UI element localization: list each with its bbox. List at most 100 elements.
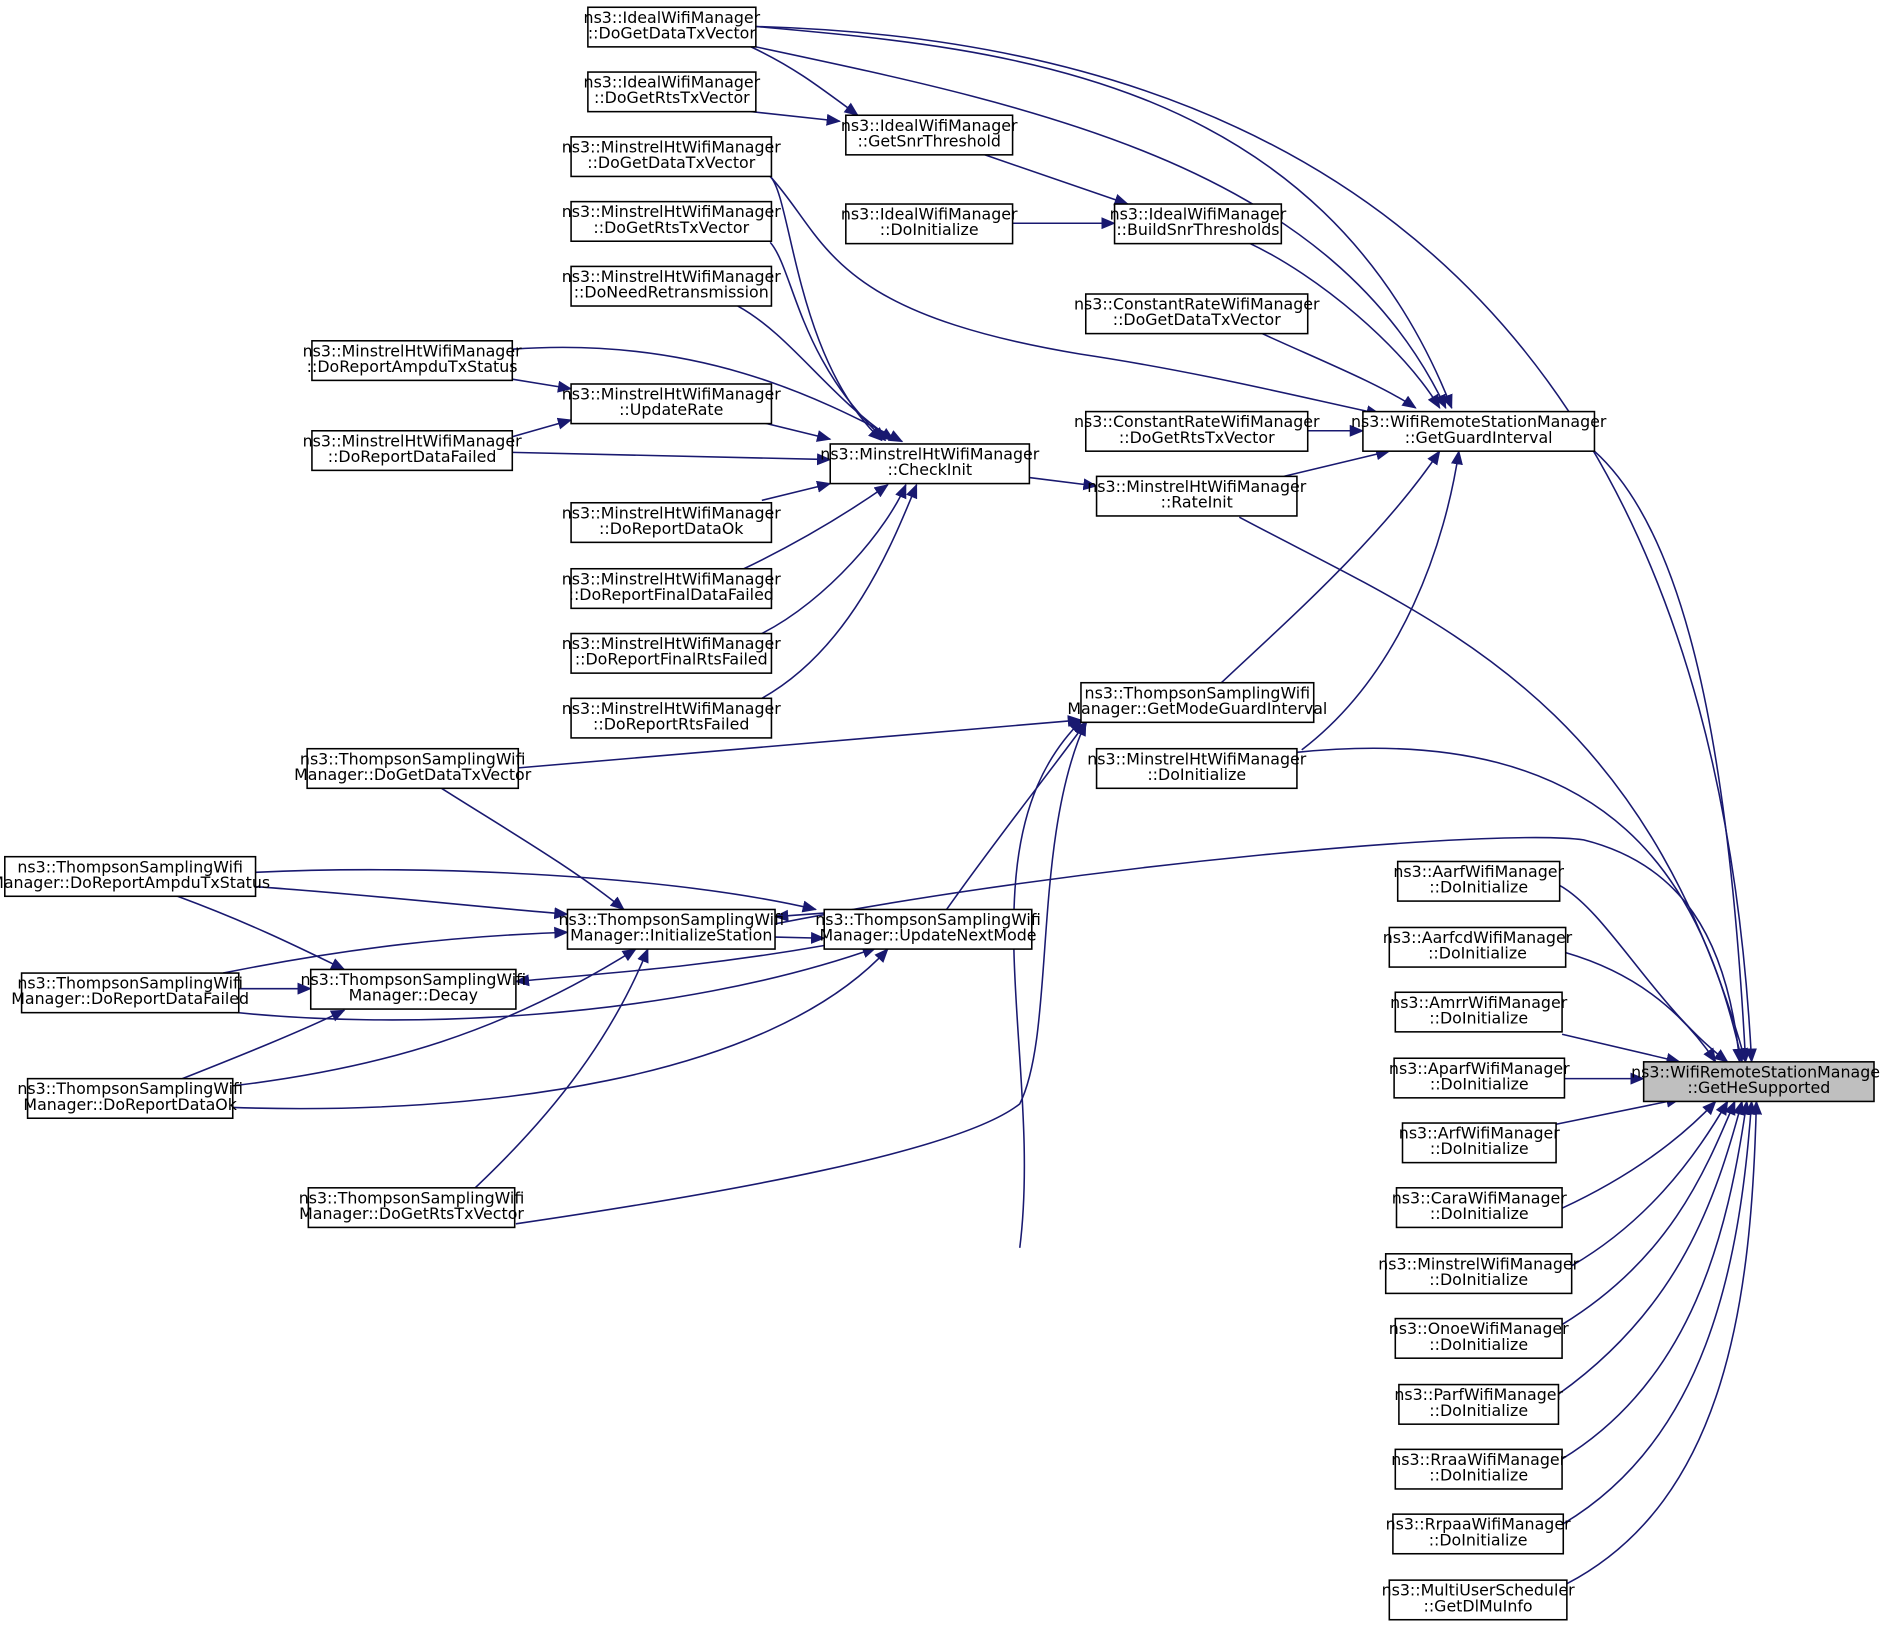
graph-node[interactable]: ns3::ThompsonSamplingWifiManager::DoRepo… <box>11 972 249 1014</box>
node-label: ns3::MinstrelHtWifiManager <box>303 431 522 450</box>
graph-node[interactable]: ns3::MinstrelHtWifiManager::DoReportRtsF… <box>562 697 781 739</box>
node-label: ns3::IdealWifiManager <box>584 8 761 27</box>
call-edge <box>512 451 832 466</box>
graph-node[interactable]: ns3::AparfWifiManager::DoInitialize <box>1389 1057 1570 1099</box>
graph-node[interactable]: ns3::IdealWifiManager::BuildSnrThreshold… <box>1110 203 1287 245</box>
call-edge <box>232 948 889 1110</box>
call-edge <box>441 787 625 911</box>
node-label: ::DoNeedRetransmission <box>574 283 769 302</box>
graph-node[interactable]: ns3::MinstrelHtWifiManager::DoReportData… <box>562 501 781 544</box>
node-box <box>4 855 257 898</box>
node-label: ::DoInitialize <box>1429 1401 1528 1420</box>
node-label: ::DoGetRtsTxVector <box>1119 428 1275 447</box>
call-edge <box>945 720 1088 910</box>
graph-node[interactable]: ns3::MinstrelWifiManager::DoInitialize <box>1378 1253 1580 1295</box>
node-box <box>1394 1317 1563 1359</box>
call-edge <box>1561 1100 1736 1326</box>
graph-node[interactable]: ns3::MinstrelHtWifiManager::DoReportAmpd… <box>303 340 522 382</box>
graph-node[interactable]: ns3::AmrrWifiManager::DoInitialize <box>1390 991 1568 1033</box>
node-label: ns3::AarfcdWifiManager <box>1383 928 1573 947</box>
call-edge <box>775 931 826 944</box>
node-label: Manager::GetModeGuardInterval <box>1067 699 1327 718</box>
call-edge <box>255 885 569 920</box>
graph-node[interactable]: ns3::MinstrelHtWifiManager::DoReportFina… <box>562 632 781 674</box>
graph-node[interactable]: ns3::CaraWifiManager::DoInitialize <box>1392 1187 1568 1229</box>
node-box <box>570 567 773 610</box>
node-label: ::DoGetRtsTxVector <box>594 88 750 107</box>
call-edge <box>222 926 569 974</box>
edges <box>177 25 1763 1585</box>
node-label: ns3::ThompsonSamplingWifi <box>17 1079 243 1098</box>
node-label: ns3::ThompsonSamplingWifi <box>300 749 526 768</box>
call-edge <box>255 868 817 913</box>
node-label: ns3::MinstrelHtWifiManager <box>1087 749 1306 768</box>
graph-node[interactable]: ns3::ThompsonSamplingWifiManager::DoGetD… <box>294 747 532 790</box>
node-label: ::DoReportDataOk <box>599 519 744 538</box>
node-label: ::DoInitialize <box>1428 944 1527 963</box>
node-label: ns3::IdealWifiManager <box>584 73 761 92</box>
node-box <box>311 340 514 382</box>
graph-node[interactable]: ns3::MinstrelHtWifiManager::DoInitialize <box>1087 747 1307 790</box>
node-label: ::GetSnrThreshold <box>857 131 1000 150</box>
graph-node[interactable]: ns3::IdealWifiManager::DoGetRtsTxVector <box>584 71 761 113</box>
call-edge <box>1566 1100 1763 1585</box>
node-label: ns3::AmrrWifiManager <box>1390 993 1568 1012</box>
node-box <box>845 114 1014 156</box>
node-label: ns3::MinstrelHtWifiManager <box>562 267 781 286</box>
graph-node[interactable]: ns3::ThompsonSamplingWifiManager::Update… <box>815 908 1041 950</box>
graph-node[interactable]: ns3::MinstrelHtWifiManager::DoReportFina… <box>562 567 781 610</box>
graph-node[interactable]: ns3::MinstrelHtWifiManager::DoGetDataTxV… <box>562 136 781 178</box>
graph-node[interactable]: ns3::WifiRemoteStationManager::GetGuardI… <box>1351 410 1607 452</box>
graph-node[interactable]: ns3::MinstrelHtWifiManager::DoNeedRetran… <box>562 265 781 307</box>
call-edge <box>1561 1033 1681 1065</box>
node-box <box>20 972 240 1014</box>
call-edge <box>755 25 1757 1064</box>
node-box <box>570 265 773 307</box>
graph-node[interactable]: ns3::IdealWifiManager::GetSnrThreshold <box>841 114 1018 156</box>
graph-node[interactable]: ns3::ThompsonSamplingWifiManager::DoRepo… <box>0 855 270 898</box>
node-label: ns3::WifiRemoteStationManager <box>1631 1062 1880 1081</box>
node-box <box>587 71 757 113</box>
node-label: Manager::DoReportDataFailed <box>11 989 249 1008</box>
node-box <box>1384 1253 1573 1295</box>
graph-node[interactable]: ns3::ArfWifiManager::DoInitialize <box>1399 1122 1560 1164</box>
graph-node[interactable]: ns3::ConstantRateWifiManager::DoGetDataT… <box>1074 293 1320 335</box>
graph-node[interactable]: ns3::MinstrelHtWifiManager::DoReportData… <box>303 430 522 472</box>
graph-node[interactable]: ns3::ConstantRateWifiManager::DoGetRtsTx… <box>1074 410 1320 452</box>
graph-node[interactable]: ns3::MinstrelHtWifiManager::RateInit <box>1087 475 1307 517</box>
graph-node[interactable]: ns3::ThompsonSamplingWifiManager::Initia… <box>558 908 784 950</box>
node-box <box>1642 1061 1875 1103</box>
node-box <box>1388 1579 1568 1621</box>
node-label: ns3::AparfWifiManager <box>1389 1059 1570 1078</box>
graph-node[interactable]: ns3::MinstrelHtWifiManager::UpdateRate <box>562 383 781 425</box>
graph-node[interactable]: ns3::ThompsonSamplingWifiManager::DoGetR… <box>299 1187 525 1229</box>
node-label: ::GetHeSupported <box>1687 1078 1830 1097</box>
node-label: ns3::IdealWifiManager <box>1110 205 1287 224</box>
call-edge <box>1283 448 1391 478</box>
graph-node[interactable]: ns3::RraaWifiManager::DoInitialize <box>1391 1448 1567 1490</box>
graph-node[interactable]: ns3::ThompsonSamplingWifiManager::GetMod… <box>1067 681 1327 724</box>
node-box <box>1394 991 1563 1033</box>
graph-node[interactable]: ns3::ParfWifiManager::DoInitialize <box>1394 1383 1564 1425</box>
node-label: ::DoGetDataTxVector <box>588 23 757 42</box>
node-label: ns3::AarfWifiManager <box>1393 862 1564 881</box>
node-label: ns3::MinstrelHtWifiManager <box>1087 477 1306 496</box>
node-box <box>566 908 776 950</box>
node-label: ns3::ThompsonSamplingWifi <box>558 910 784 929</box>
graph-node[interactable]: ns3::MinstrelHtWifiManager::DoGetRtsTxVe… <box>562 200 781 243</box>
graph-node[interactable]: ns3::AarfcdWifiManager::DoInitialize <box>1383 926 1573 968</box>
graph-node[interactable]: ns3::ThompsonSamplingWifiManager::DoRepo… <box>17 1077 243 1120</box>
graph-node[interactable]: ns3::MultiUserScheduler::GetDlMuInfo <box>1382 1579 1576 1621</box>
graph-node[interactable]: ns3::MinstrelHtWifiManager::CheckInit <box>820 443 1040 485</box>
graph-node[interactable]: ns3::IdealWifiManager::DoInitialize <box>841 203 1018 245</box>
node-box <box>823 908 1033 950</box>
call-edge <box>737 305 895 442</box>
graph-node[interactable]: ns3::RrpaaWifiManager::DoInitialize <box>1386 1513 1572 1555</box>
graph-node[interactable]: ns3::OnoeWifiManager::DoInitialize <box>1389 1317 1569 1359</box>
node-label: ns3::ThompsonSamplingWifi <box>17 974 243 993</box>
graph-node[interactable]: ns3::AarfWifiManager::DoInitialize <box>1393 860 1565 902</box>
graph-node[interactable]: ns3::IdealWifiManager::DoGetDataTxVector <box>584 6 761 48</box>
node-label: ns3::ThompsonSamplingWifi <box>17 857 243 876</box>
node-label: ns3::MinstrelWifiManager <box>1378 1254 1579 1273</box>
